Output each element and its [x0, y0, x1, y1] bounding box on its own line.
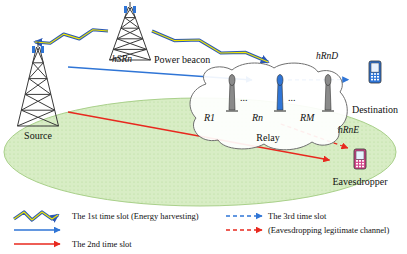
- tower-lattice: [110, 2, 151, 60]
- tower-panel: [133, 6, 136, 13]
- energy-bolt: [35, 30, 108, 44]
- antenna-head: [325, 75, 331, 86]
- node-label: Relay: [256, 132, 279, 144]
- legend-text: The 2nd time slot: [72, 238, 132, 250]
- phone-key: [362, 166, 364, 168]
- ellipsis-mark: ...: [240, 92, 248, 104]
- node-label: Eavesdropper: [333, 176, 388, 188]
- destination-phone: Destination: [349, 60, 402, 116]
- legend-text: The 3rd time slot: [268, 210, 326, 222]
- legend-solid-red: [14, 243, 60, 244]
- antenna-icon: [272, 74, 288, 112]
- tower-icon: [108, 2, 152, 60]
- tower-panel: [41, 46, 44, 53]
- phone-key: [356, 166, 358, 168]
- tower-panel: [124, 6, 127, 13]
- phone-key: [362, 163, 364, 165]
- energy-bolt-core: [35, 30, 108, 44]
- ellipsis-mark: ...: [288, 92, 296, 104]
- node-label: Source: [24, 130, 52, 142]
- antenna-head: [229, 75, 235, 86]
- phone-body: [354, 149, 366, 169]
- phone-key: [374, 73, 376, 75]
- phone-key: [371, 76, 373, 78]
- channel-label: hRnE: [338, 124, 359, 136]
- tower-lattice: [18, 42, 59, 126]
- relay-antenna: Rn: [252, 74, 288, 124]
- legend-bolt-core: [14, 212, 58, 220]
- phone-key: [374, 79, 376, 81]
- phone-key: [371, 79, 373, 81]
- node-label: Destination: [352, 104, 398, 116]
- legend-solid-blue: [14, 229, 60, 230]
- antenna-base: [274, 110, 286, 111]
- phone-key: [374, 76, 376, 78]
- phone-key: [359, 163, 361, 165]
- phone-key: [356, 163, 358, 165]
- phone-screen: [371, 63, 379, 72]
- legend-dashed-blue: [226, 215, 262, 216]
- tower-icon: [16, 42, 60, 126]
- relay-antenna: RM: [300, 74, 336, 124]
- antenna-body: [277, 82, 283, 110]
- phone-key: [371, 73, 373, 75]
- antenna-head: [277, 75, 283, 86]
- cloud-outline: [190, 63, 347, 150]
- phone-body: [369, 61, 381, 83]
- node-label: Rn: [252, 112, 263, 124]
- node-label: Power beacon: [154, 54, 210, 66]
- phone-icon: [353, 148, 367, 170]
- legend-text: The 1st time slot (Energy harvesting): [72, 210, 199, 222]
- node-label: R1: [204, 112, 215, 124]
- legend-text: (Eavesdropping legitimate channel): [268, 224, 389, 236]
- relay-cloud: Relay R1 Rn RM: [188, 62, 348, 148]
- phone-key: [377, 79, 379, 81]
- relay-antenna: R1: [204, 74, 240, 124]
- channel-label: hSRn: [112, 53, 132, 65]
- phone-key: [377, 73, 379, 75]
- legend-bolt-sample: [14, 212, 58, 220]
- phone-key: [359, 166, 361, 168]
- phone-key: [377, 76, 379, 78]
- antenna-body: [325, 82, 331, 110]
- antenna-icon: [224, 74, 240, 112]
- phone-icon: [368, 60, 382, 84]
- antenna-body: [229, 82, 235, 110]
- antenna-base: [226, 110, 238, 111]
- antenna-base: [322, 110, 334, 111]
- eavesdropper-phone: Eavesdropper: [330, 148, 391, 188]
- legend-dashed-red: [226, 229, 262, 230]
- phone-key: [359, 160, 361, 162]
- source-tower: Source: [8, 42, 68, 142]
- power-beacon: Power beacon: [108, 2, 152, 60]
- phone-key: [356, 160, 358, 162]
- antenna-icon: [320, 74, 336, 112]
- phone-screen: [356, 151, 364, 159]
- node-label: RM: [300, 112, 314, 124]
- channel-label: hRnD: [316, 50, 338, 62]
- tower-panel: [32, 46, 35, 53]
- phone-key: [362, 160, 364, 162]
